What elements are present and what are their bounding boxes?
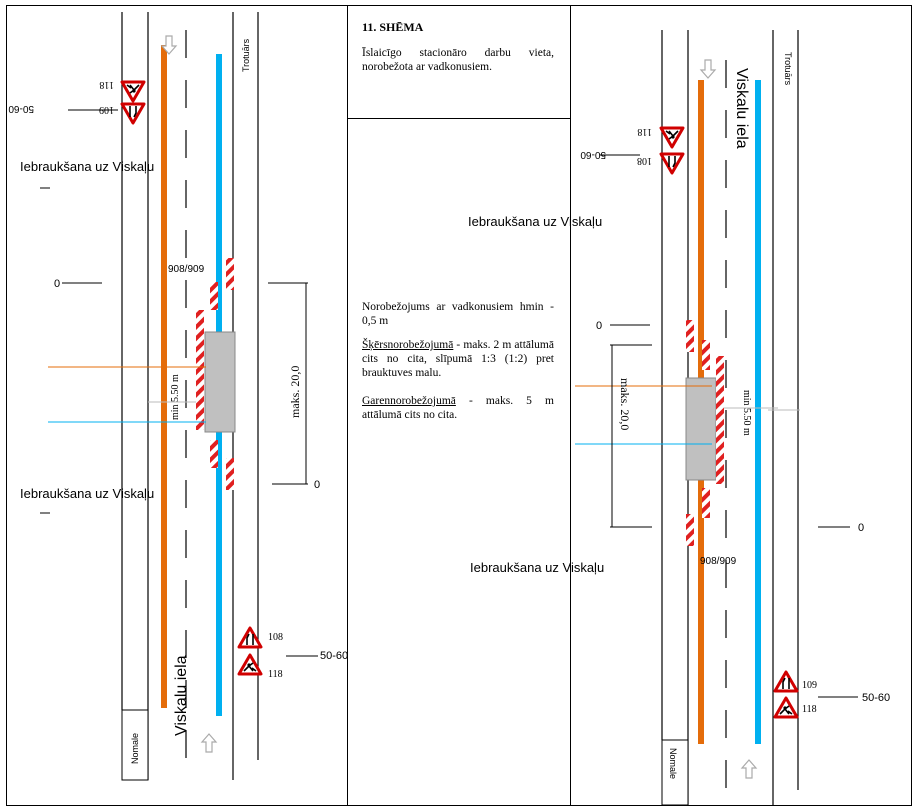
street-name-label: Viskalu iela — [173, 655, 190, 736]
hatched-barrier — [686, 514, 694, 546]
entrance-label: Iebraukšana uz Viskaļu — [468, 214, 602, 229]
sign-code-label: 118 — [637, 126, 652, 137]
arrow-down-icon — [699, 59, 717, 79]
arrow-up-icon — [200, 733, 218, 753]
shoulder-box — [121, 709, 149, 781]
left-panel: 118 109 50-60 108 118 50-60 0 0 Iebraukš… — [8, 12, 348, 781]
zero-label: 0 — [314, 479, 320, 491]
hatched-barrier — [210, 440, 218, 468]
barrier-group — [196, 258, 234, 490]
hatched-barrier — [702, 488, 710, 518]
warning-sign-icon — [659, 126, 685, 149]
roadworks-sign-icon — [773, 696, 799, 719]
entrance-label: Iebraukšana uz Viskaļu — [470, 560, 604, 575]
warning-sign-icon — [120, 80, 146, 103]
shoulder-box — [661, 739, 689, 806]
sign-code-label: 109 — [802, 680, 817, 691]
zero-label: 0 — [596, 320, 602, 332]
max-length-label: maks. 20,0 — [288, 366, 302, 418]
hatched-barrier — [226, 258, 234, 290]
hatched-barrier — [716, 356, 724, 484]
note-cross-barrier: Šķērsnorobežojumā - maks. 2 m attālumā c… — [362, 338, 554, 380]
sign-code-label: 118 — [268, 669, 283, 680]
note-cross-title: Šķērsnorobežojumā — [362, 339, 454, 351]
distance-label: 50-60 — [862, 692, 890, 704]
sign-code-label: 118 — [99, 79, 114, 90]
min-width-label: min 5.50 m — [741, 390, 752, 436]
sign-pair-label: 908/909 — [168, 264, 205, 275]
distance-label: 50-60 — [320, 650, 348, 662]
hatched-barrier — [226, 458, 234, 490]
sign-code-label: 108 — [637, 155, 652, 166]
hatched-barrier — [702, 340, 710, 370]
arrow-down-icon — [160, 35, 178, 55]
hatched-barrier — [196, 310, 204, 430]
right-panel: 118 108 50-60 109 118 50-60 0 0 Iebraukš… — [468, 30, 890, 806]
zero-label: 0 — [54, 278, 60, 290]
sign-code-label: 108 — [268, 632, 283, 643]
narrowing-sign-icon — [120, 102, 146, 125]
note-cross-text: - maks. 2 m attālumā cits no cita, slīpu… — [362, 339, 554, 379]
frame — [6, 5, 912, 806]
narrowing-sign-icon — [659, 152, 685, 175]
entrance-label: Iebraukšana uz Viskaļu — [20, 486, 154, 501]
work-zone — [685, 377, 717, 481]
min-width-label: min 5.50 m — [170, 374, 181, 420]
distance-label: 50-60 — [8, 103, 34, 114]
note-long-barrier: Garennorobežojumā - maks. 5 m attālumā c… — [362, 394, 554, 422]
scheme-title: 11. SHĒMA — [362, 20, 424, 34]
narrowing-sign-icon — [773, 670, 799, 693]
shoulder-label: Nomale — [668, 748, 678, 779]
zero-label: 0 — [858, 522, 864, 534]
sidewalk-label: Trotuārs — [241, 38, 251, 72]
street-name-label: Viskalu iela — [733, 68, 750, 149]
shoulder-label: Nomale — [130, 733, 140, 764]
arrow-up-icon — [740, 759, 758, 779]
sign-code-label: 118 — [802, 704, 817, 715]
note-cones: Norobežojums ar vadkonusiem hmin - 0,5 m — [362, 301, 554, 327]
distance-label: 50-60 — [580, 149, 606, 160]
note-long-text: - maks. 5 m attālumā cits no cita. — [362, 395, 554, 421]
note-long-title: Garennorobežojumā — [362, 395, 456, 407]
barrier-group — [686, 320, 724, 546]
work-zone — [204, 331, 236, 433]
hatched-barrier — [210, 282, 218, 310]
max-length-label: maks. 20,0 — [618, 378, 632, 430]
sidewalk-label: Trotuārs — [783, 52, 793, 86]
hatched-barrier — [686, 320, 694, 352]
sign-pair-label: 908/909 — [700, 556, 737, 567]
scheme-subtitle: Īslaicīgo stacionāro darbu vieta, norobe… — [362, 47, 554, 73]
sign-code-label: 109 — [99, 104, 114, 115]
entrance-label: Iebraukšana uz Viskaļu — [20, 159, 154, 174]
